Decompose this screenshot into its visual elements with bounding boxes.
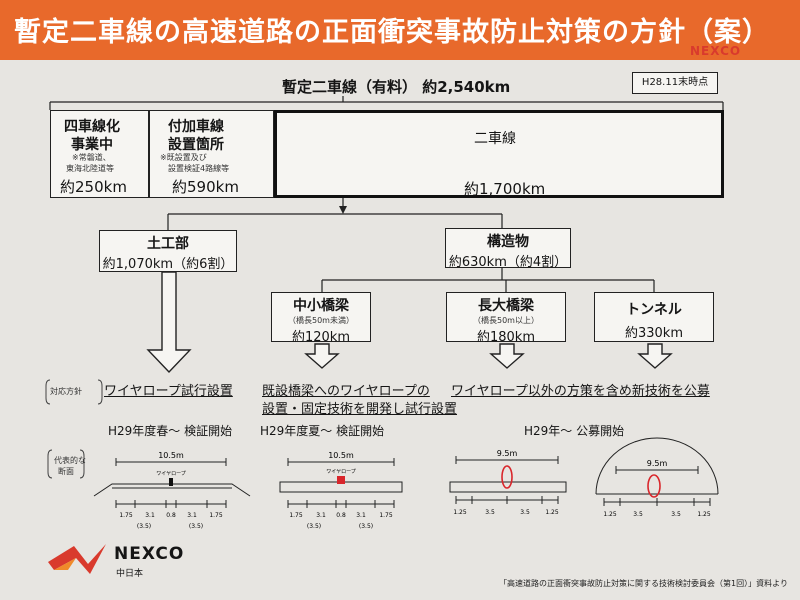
tunnel-down-arrow bbox=[637, 343, 673, 369]
small-bridge-box: 中小橋梁 （橋長50m未満） 約120km bbox=[271, 292, 371, 345]
section-width: 9.5m bbox=[497, 449, 518, 458]
footer-logo-sub: 中日本 bbox=[116, 569, 144, 579]
dim-label: 3.5 bbox=[671, 511, 681, 518]
added-lane-note1: ※既設置及び bbox=[160, 153, 207, 162]
source-note: 「高速道路の正面衝突事故防止対策に関する技術検討委員会（第1回）」資料より bbox=[499, 579, 788, 588]
section-wire-label: ワイヤロープ bbox=[156, 471, 186, 477]
dim-label: 3.5 bbox=[633, 511, 643, 518]
structures-km: 約630km（約4割） bbox=[448, 255, 568, 270]
dim-label: 1.75 bbox=[209, 512, 223, 519]
added-lane-note2: 設置検証4路線等 bbox=[168, 164, 230, 173]
date-badge: H28.11末時点 bbox=[632, 72, 718, 94]
tunnel-label: トンネル bbox=[626, 302, 682, 318]
sections-side-bracket bbox=[47, 449, 85, 479]
tunnel-box: トンネル 約330km bbox=[594, 292, 714, 342]
section-wire-label: ワイヤロープ bbox=[326, 469, 356, 475]
page-title: 暫定二車線の高速道路の正面衝突事故防止対策の方針（案） bbox=[14, 17, 770, 48]
section-width: 10.5m bbox=[328, 451, 354, 460]
small-bridge-down-arrow bbox=[304, 343, 340, 369]
two-lane-box bbox=[274, 110, 724, 198]
corner-logo: NEXCO bbox=[690, 44, 742, 58]
four-lane-km: 約250km bbox=[60, 178, 127, 196]
small-bridge-note: （橋長50m未満） bbox=[288, 316, 354, 325]
structures-box: 構造物 約630km（約4割） bbox=[445, 228, 571, 270]
earthwork-km: 約1,070km（約6割） bbox=[102, 257, 234, 272]
measures-side-bracket bbox=[45, 379, 103, 405]
bridge-cross-section: 10.5m ワイヤロープ 1.75 3.1 0.8 3.1 1.75 (3.5)… bbox=[279, 451, 403, 530]
added-lane-line2: 設置箇所 bbox=[168, 137, 224, 153]
section-width: 10.5m bbox=[158, 451, 184, 460]
dim-label: 3.1 bbox=[316, 512, 326, 519]
measure-others: ワイヤロープ以外の方策を含め新技術を公募 bbox=[451, 384, 710, 399]
schedule-others: H29年～ 公募開始 bbox=[524, 424, 625, 438]
total-length-label: 暫定二車線（有料） 約2,540km bbox=[282, 78, 511, 96]
earthwork-label: 土工部 bbox=[147, 236, 189, 252]
earthwork-cross-section: 10.5m ワイヤロープ 1.75 3.1 0.8 3.1 1.75 (3.5)… bbox=[93, 451, 251, 530]
measures-side-label: 対応方針 bbox=[50, 387, 82, 396]
long-bridge-km: 約180km bbox=[476, 330, 535, 345]
four-lane-box bbox=[50, 110, 149, 198]
two-lane-label: 二車線 bbox=[474, 131, 516, 147]
split-arrow-head bbox=[339, 206, 347, 214]
wire-rope-post bbox=[337, 476, 345, 484]
dim-label: 3.5 bbox=[485, 509, 495, 516]
dim-label: 1.25 bbox=[453, 509, 467, 516]
added-lane-box bbox=[149, 110, 274, 198]
small-bridge-label: 中小橋梁 bbox=[293, 298, 349, 314]
footer-logo-text: NEXCO bbox=[114, 544, 185, 564]
header-bar bbox=[0, 0, 800, 60]
four-lane-note2: 東海北陸道等 bbox=[66, 164, 114, 173]
long-bridge-box: 長大橋梁 （橋長50m以上） 約180km bbox=[446, 292, 566, 345]
sections-side-label-2: 断面 bbox=[58, 467, 74, 476]
sub-dim-label: (3.5) bbox=[137, 523, 151, 530]
dim-label: 3.1 bbox=[187, 512, 197, 519]
small-bridge-km: 約120km bbox=[291, 330, 350, 345]
tunnel-km: 約330km bbox=[624, 326, 683, 341]
dim-label: 1.25 bbox=[697, 511, 711, 518]
dim-label: 1.25 bbox=[545, 509, 559, 516]
dim-label: 3.1 bbox=[356, 512, 366, 519]
earthwork-box: 土工部 約1,070km（約6割） bbox=[99, 230, 237, 272]
long-bridge-note: （橋長50m以上） bbox=[473, 316, 539, 325]
nexco-logo-icon bbox=[48, 544, 106, 574]
bridge-deck bbox=[449, 481, 567, 493]
schedule-earthwork: H29年度春～ 検証開始 bbox=[108, 424, 233, 438]
sub-dim-label: (3.5) bbox=[189, 523, 203, 530]
structures-label: 構造物 bbox=[487, 234, 529, 250]
tunnel-cross-section: 9.5m 1.25 3.5 3.5 1.25 bbox=[595, 437, 719, 518]
four-lane-note1: ※常磐道、 bbox=[72, 153, 111, 162]
measure-earthwork: ワイヤロープ試行設置 bbox=[104, 384, 233, 399]
dim-label: 1.25 bbox=[603, 511, 617, 518]
sub-dim-label: (3.5) bbox=[359, 523, 373, 530]
long-bridge-cross-section: 9.5m 1.25 3.5 3.5 1.25 bbox=[449, 449, 567, 516]
dim-label: 3.5 bbox=[520, 509, 530, 516]
dim-label: 0.8 bbox=[166, 512, 176, 519]
added-lane-line1: 付加車線 bbox=[168, 119, 224, 135]
earthwork-down-arrow bbox=[146, 271, 192, 374]
two-lane-km: 約1,700km bbox=[464, 180, 546, 198]
sub-dim-label: (3.5) bbox=[307, 523, 321, 530]
dim-label: 1.75 bbox=[119, 512, 133, 519]
tunnel-arch bbox=[595, 437, 719, 495]
four-lane-line1: 四車線化 bbox=[64, 119, 120, 135]
dim-label: 1.75 bbox=[289, 512, 303, 519]
dim-label: 0.8 bbox=[336, 512, 346, 519]
long-bridge-down-arrow bbox=[489, 343, 525, 369]
date-badge-text: H28.11末時点 bbox=[641, 77, 709, 88]
four-lane-line2: 事業中 bbox=[71, 137, 113, 153]
added-lane-km: 約590km bbox=[172, 178, 239, 196]
wire-rope-post bbox=[169, 478, 173, 486]
proposal-marker bbox=[647, 474, 661, 498]
measure-bridge-line1: 既設橋梁へのワイヤロープの bbox=[262, 384, 430, 399]
dim-label: 3.1 bbox=[145, 512, 155, 519]
sections-side-label-1: 代表的な bbox=[54, 456, 86, 465]
schedule-bridge: H29年度夏～ 検証開始 bbox=[260, 424, 385, 438]
proposal-marker bbox=[501, 465, 513, 489]
dim-label: 1.75 bbox=[379, 512, 393, 519]
section-width: 9.5m bbox=[647, 459, 668, 468]
long-bridge-label: 長大橋梁 bbox=[478, 298, 534, 314]
measure-bridge-line2: 設置・固定技術を開発し試行設置 bbox=[262, 402, 458, 417]
